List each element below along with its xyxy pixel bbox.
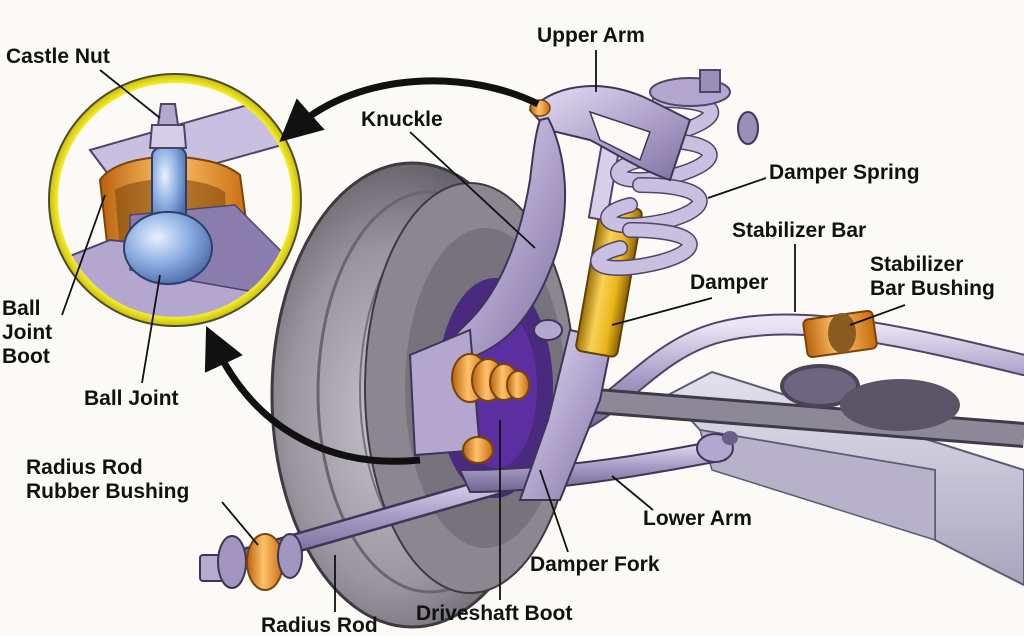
ball-joint-inset bbox=[48, 73, 302, 327]
label-damper-spring: Damper Spring bbox=[769, 161, 920, 184]
label-ball-joint-boot-line-1: Ball bbox=[2, 297, 41, 320]
label-driveshaft-boot: Driveshaft Boot bbox=[416, 602, 573, 625]
label-lower-arm: Lower Arm bbox=[643, 507, 752, 530]
driveshaft-boot-part bbox=[451, 353, 530, 464]
label-stabilizer-bar-bushing-line-1: Stabilizer bbox=[870, 253, 964, 276]
label-ball-joint-boot-line-3: Boot bbox=[2, 345, 50, 368]
leader-lines bbox=[61, 50, 906, 612]
label-radius-rod: Radius Rod bbox=[261, 614, 378, 636]
driveshaft bbox=[518, 364, 1024, 448]
label-upper-arm: Upper Arm bbox=[537, 24, 645, 47]
label-ball-joint: Ball Joint bbox=[84, 387, 179, 410]
label-radius-rod-rubber-bushing-line-2: Rubber Bushing bbox=[26, 480, 190, 503]
label-knuckle: Knuckle bbox=[361, 108, 443, 131]
label-radius-rod-rubber-bushing-line-1: Radius Rod bbox=[26, 456, 143, 479]
upper-arm-part bbox=[528, 85, 759, 182]
zoom-arrows bbox=[204, 77, 540, 465]
label-stabilizer-bar-bushing-line-2: Bar Bushing bbox=[870, 277, 995, 300]
label-stabilizer-bar-bushing: Stabilizer Bar Bushing bbox=[870, 253, 995, 301]
label-ball-joint-boot-line-2: Joint bbox=[2, 321, 53, 344]
label-damper: Damper bbox=[690, 271, 769, 294]
label-ball-joint-boot: Ball Joint Boot bbox=[2, 297, 52, 369]
label-castle-nut: Castle Nut bbox=[6, 45, 110, 68]
label-radius-rod-rubber-bushing: Radius Rod Rubber Bushing bbox=[26, 456, 189, 504]
label-damper-fork: Damper Fork bbox=[530, 553, 660, 576]
label-stabilizer-bar: Stabilizer Bar bbox=[732, 219, 867, 242]
